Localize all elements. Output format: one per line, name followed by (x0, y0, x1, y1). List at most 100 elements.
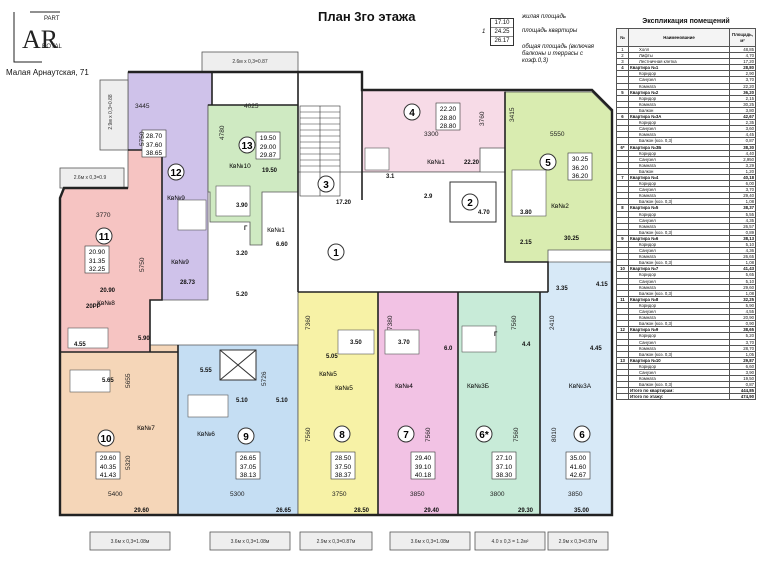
row-area: 48,85 (729, 45, 756, 54)
dim-3850a: 3850 (410, 491, 425, 498)
code-8b: Кв№5 (335, 385, 353, 392)
area-4-total: 28.80 (440, 123, 457, 130)
area-590: 5.90 (138, 336, 150, 342)
dim-3770: 3770 (96, 212, 111, 219)
area-290: 2.9 (424, 194, 433, 200)
inner-walls (60, 72, 549, 515)
area-7-apartment: 39.10 (415, 464, 432, 471)
apt-num-5-text: 5 (545, 158, 551, 169)
dim-4025: 4025 (244, 103, 259, 110)
area-510a: 5.10 (236, 398, 248, 404)
explication: Экспликация помещений № Наименование Пло… (616, 16, 756, 568)
balcony-b5-label: 4.0 х 0,3 = 1.2м² (492, 539, 529, 545)
area-470: 4.70 (478, 210, 490, 216)
area-6s-living: 27.10 (496, 455, 513, 462)
area-5-apartment: 36.20 (572, 165, 589, 172)
area-510b: 5.10 (276, 398, 288, 404)
legend-num: 1 (482, 29, 486, 35)
balcony-b1-label: 3.6м х 0,3=1.08м (111, 539, 150, 545)
area-2220: 22.20 (464, 160, 480, 166)
area-11-living: 20.90 (89, 249, 106, 256)
row-area: 22,20 (729, 82, 756, 90)
apt-num-12-text: 12 (170, 168, 182, 179)
apt-6s-fill (457, 291, 541, 516)
balcony-b1 (89, 531, 171, 551)
lift-cross (219, 349, 257, 381)
area-6-apartment: 41.60 (570, 464, 587, 471)
area-4-apartment: 28.80 (440, 115, 457, 122)
bath-13 (215, 185, 251, 217)
dim-2410: 2410 (549, 315, 556, 330)
row-area: 29,87 (729, 356, 756, 364)
explication-total-row: Итого по этажу:474,90 (616, 393, 756, 401)
dim-5655: 5655 (125, 373, 132, 388)
area-455: 4.55 (74, 342, 86, 348)
balcony-b4-label: 3.6м х 0,3=1.08м (411, 539, 450, 545)
row-area: 38,30 (729, 143, 756, 151)
code-11: Кв№8 (97, 300, 115, 307)
area-390: 3.90 (236, 203, 248, 209)
area-8-living: 28.50 (335, 455, 352, 462)
area-6s-total: 38.30 (496, 472, 513, 479)
legend-box: 17.10 24.25 26.17 (490, 18, 514, 46)
balcony-b2 (209, 531, 291, 551)
dim-3445: 3445 (135, 103, 150, 110)
area-12-apartment: 37.60 (146, 142, 163, 149)
walls (58, 70, 614, 517)
address: Малая Арнаутская, 71 (6, 68, 89, 77)
legend-total-text: общая площадь (включая балконы и террасы… (522, 44, 595, 64)
apt-num-11: 11 (95, 227, 113, 245)
balcony-b4 (389, 531, 471, 551)
fixtures (67, 147, 547, 418)
total-area: 474,90 (729, 393, 756, 401)
bath-5 (511, 169, 547, 217)
area-6s-apartment: 37.10 (496, 464, 513, 471)
area-3025: 30.25 (564, 236, 580, 242)
apt-num-13: 13 (238, 136, 256, 154)
row-area: 38,37 (729, 204, 756, 212)
area-445: 4.45 (590, 346, 602, 352)
hall-num: 1 (327, 243, 345, 261)
row-area: 26,57 (729, 222, 756, 230)
area-11-apartment: 31.35 (89, 258, 106, 265)
area-2873: 28.73 (180, 280, 196, 286)
balcony-b5 (474, 531, 546, 551)
dim-3415: 3415 (509, 107, 516, 122)
dim-5750b: 5750 (139, 257, 146, 272)
area-6-living: 35.00 (570, 455, 587, 462)
area-520: 5.20 (236, 292, 248, 298)
bath-10 (69, 369, 111, 393)
balconies (59, 51, 609, 551)
code-12: Кв№9 (167, 195, 185, 202)
apt-num-13-text: 13 (241, 141, 253, 152)
dim-7560c: 7560 (425, 427, 432, 442)
apartment-fills (59, 71, 613, 516)
area-9-apartment: 37.05 (240, 464, 257, 471)
balcony-b3 (299, 531, 373, 551)
row-area: 36,20 (729, 88, 756, 96)
legend-total-value: 26.17 (494, 38, 510, 44)
floor-plan: 12 13 11 4 5 10 9 8 7 6* 6 1 2 3 28.7037… (58, 51, 614, 551)
area-8-apartment: 37.50 (335, 464, 352, 471)
apartment-numbers: 12 13 11 4 5 10 9 8 7 6* 6 1 2 3 (95, 103, 591, 447)
area-44: 4.4 (522, 342, 531, 348)
dim-5550: 5550 (550, 131, 565, 138)
area-60: 6.0 (444, 346, 453, 352)
row-area: 42,67 (729, 113, 756, 121)
total-name: Итого по этажу: (628, 393, 730, 401)
logo-small-bottom: ROYAL (42, 44, 63, 50)
area-380: 3.80 (520, 210, 532, 216)
dim-5400: 5400 (108, 491, 123, 498)
dim-4780: 4780 (219, 125, 226, 140)
bath-6s (461, 325, 497, 353)
logo: AR PART ROYAL (8, 8, 70, 66)
balcony-labels: 2.6м х 0,3=0.87 2.9м х 0,3=0.88 2.6м х 0… (74, 59, 598, 545)
apt-num-7: 7 (397, 425, 415, 443)
area-5-total: 36.20 (572, 173, 589, 180)
